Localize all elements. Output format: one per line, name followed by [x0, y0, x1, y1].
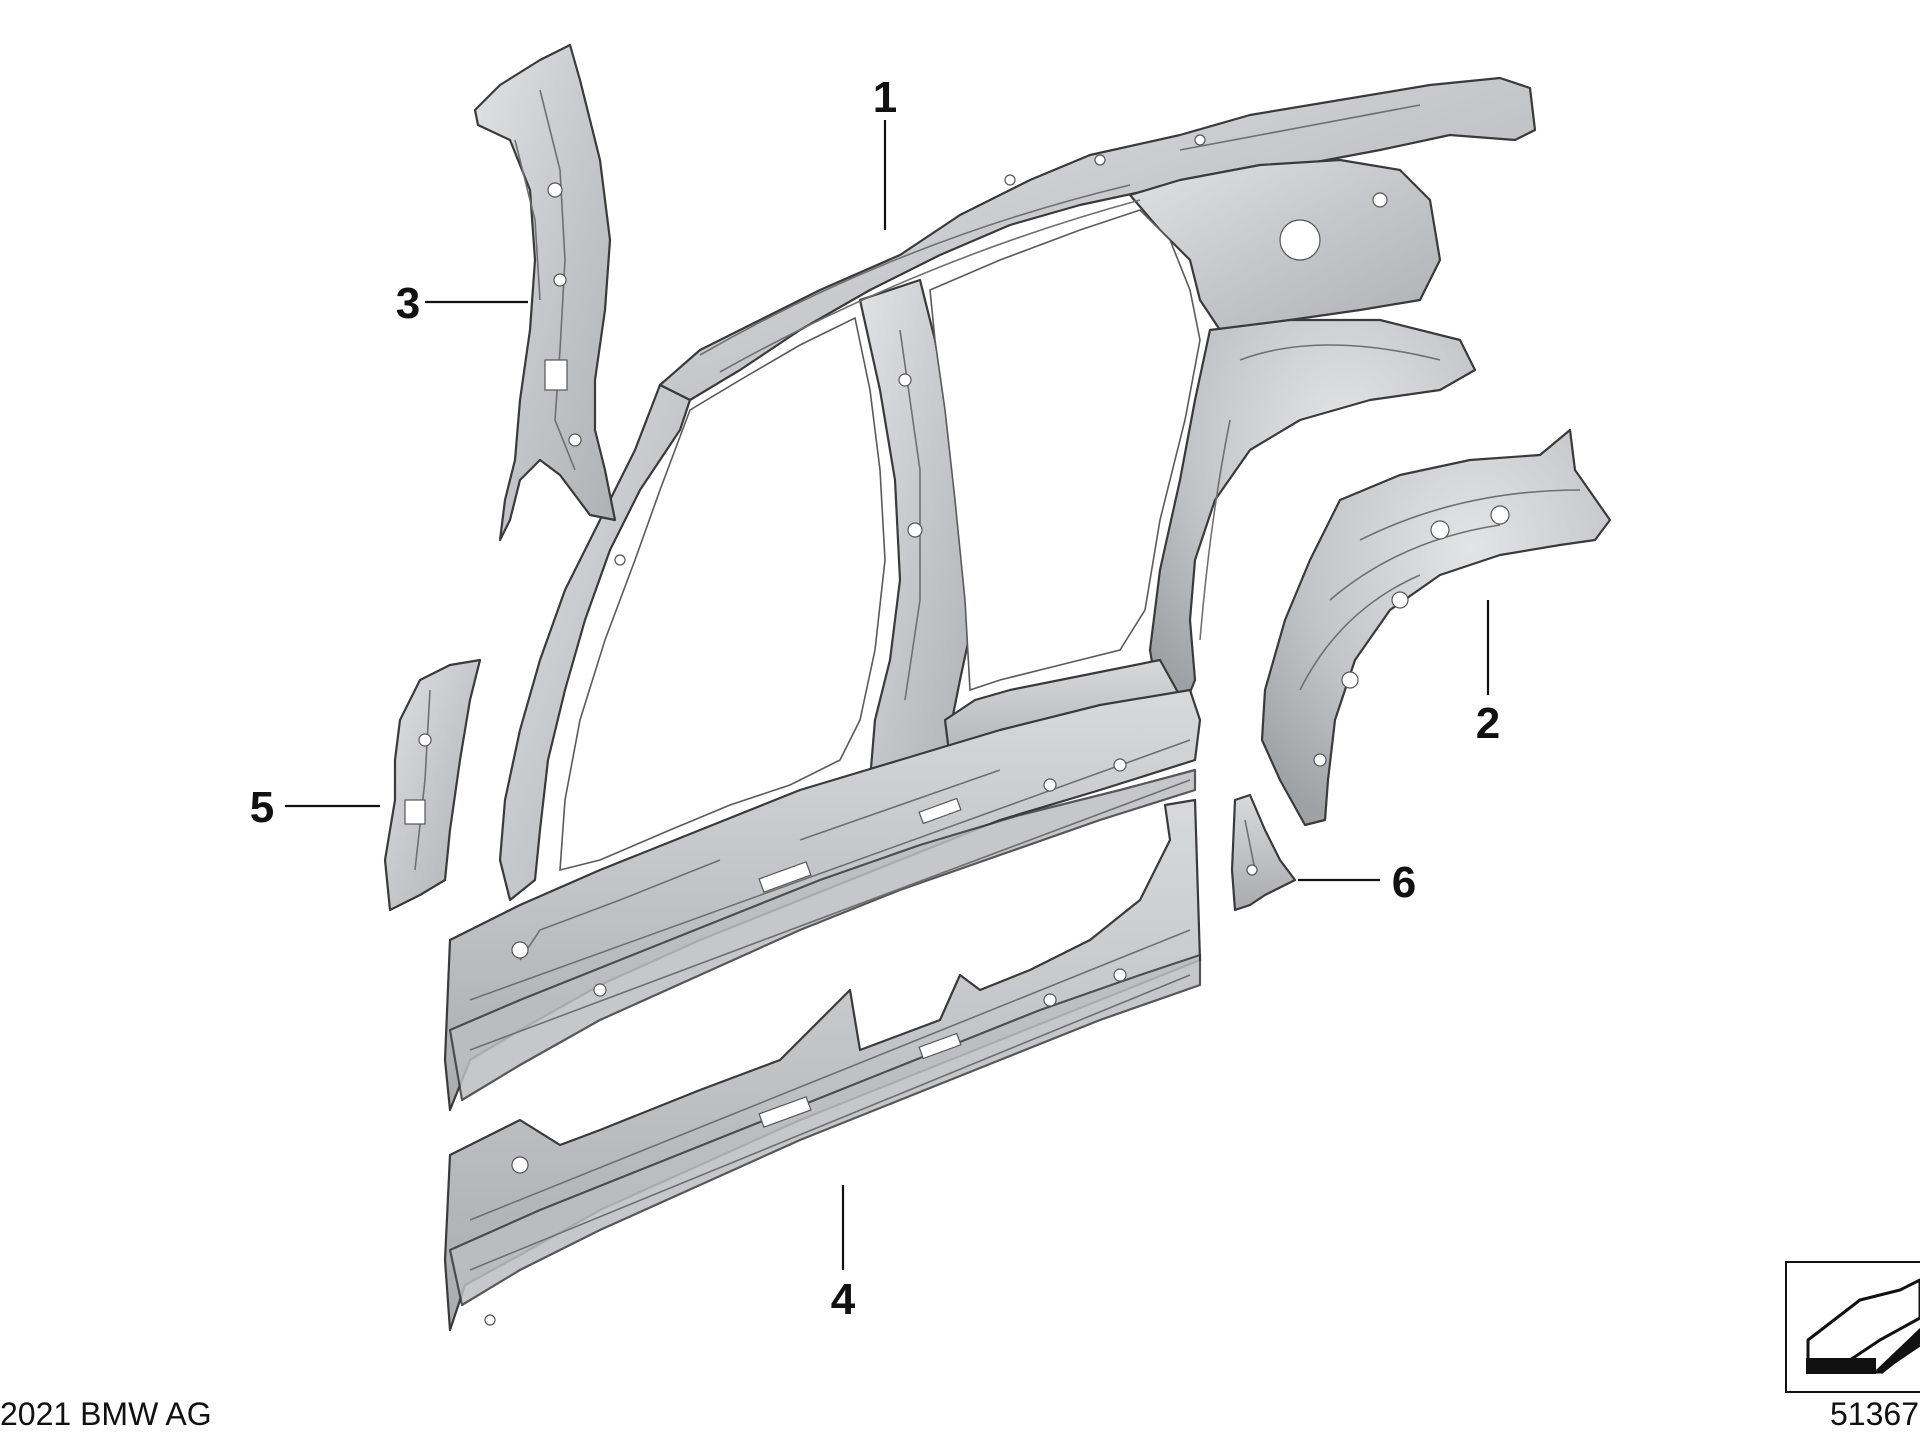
callout-3: 3: [396, 279, 420, 328]
callout-2: 2: [1476, 699, 1500, 748]
part-2-wheel-arch: [1260, 428, 1612, 827]
callout-labels: 1 2 3 4 5 6: [250, 73, 1500, 1324]
part-3-pillar-reinforcement: [473, 43, 617, 542]
part-6-corner-bracket: [1230, 793, 1297, 912]
part-5-bracket: [383, 658, 482, 912]
part-1-side-frame: [443, 76, 1537, 1112]
part-4-sill: [443, 798, 1202, 1332]
diagram-number: 51367: [1830, 1396, 1919, 1432]
orientation-car-icon: [1785, 1261, 1920, 1393]
callout-6: 6: [1392, 858, 1416, 907]
callout-4: 4: [831, 1275, 856, 1324]
copyright-text: 2021 BMW AG: [0, 1396, 212, 1432]
callout-1: 1: [873, 73, 897, 122]
callout-5: 5: [250, 783, 274, 832]
leader-lines: [285, 120, 1490, 1270]
